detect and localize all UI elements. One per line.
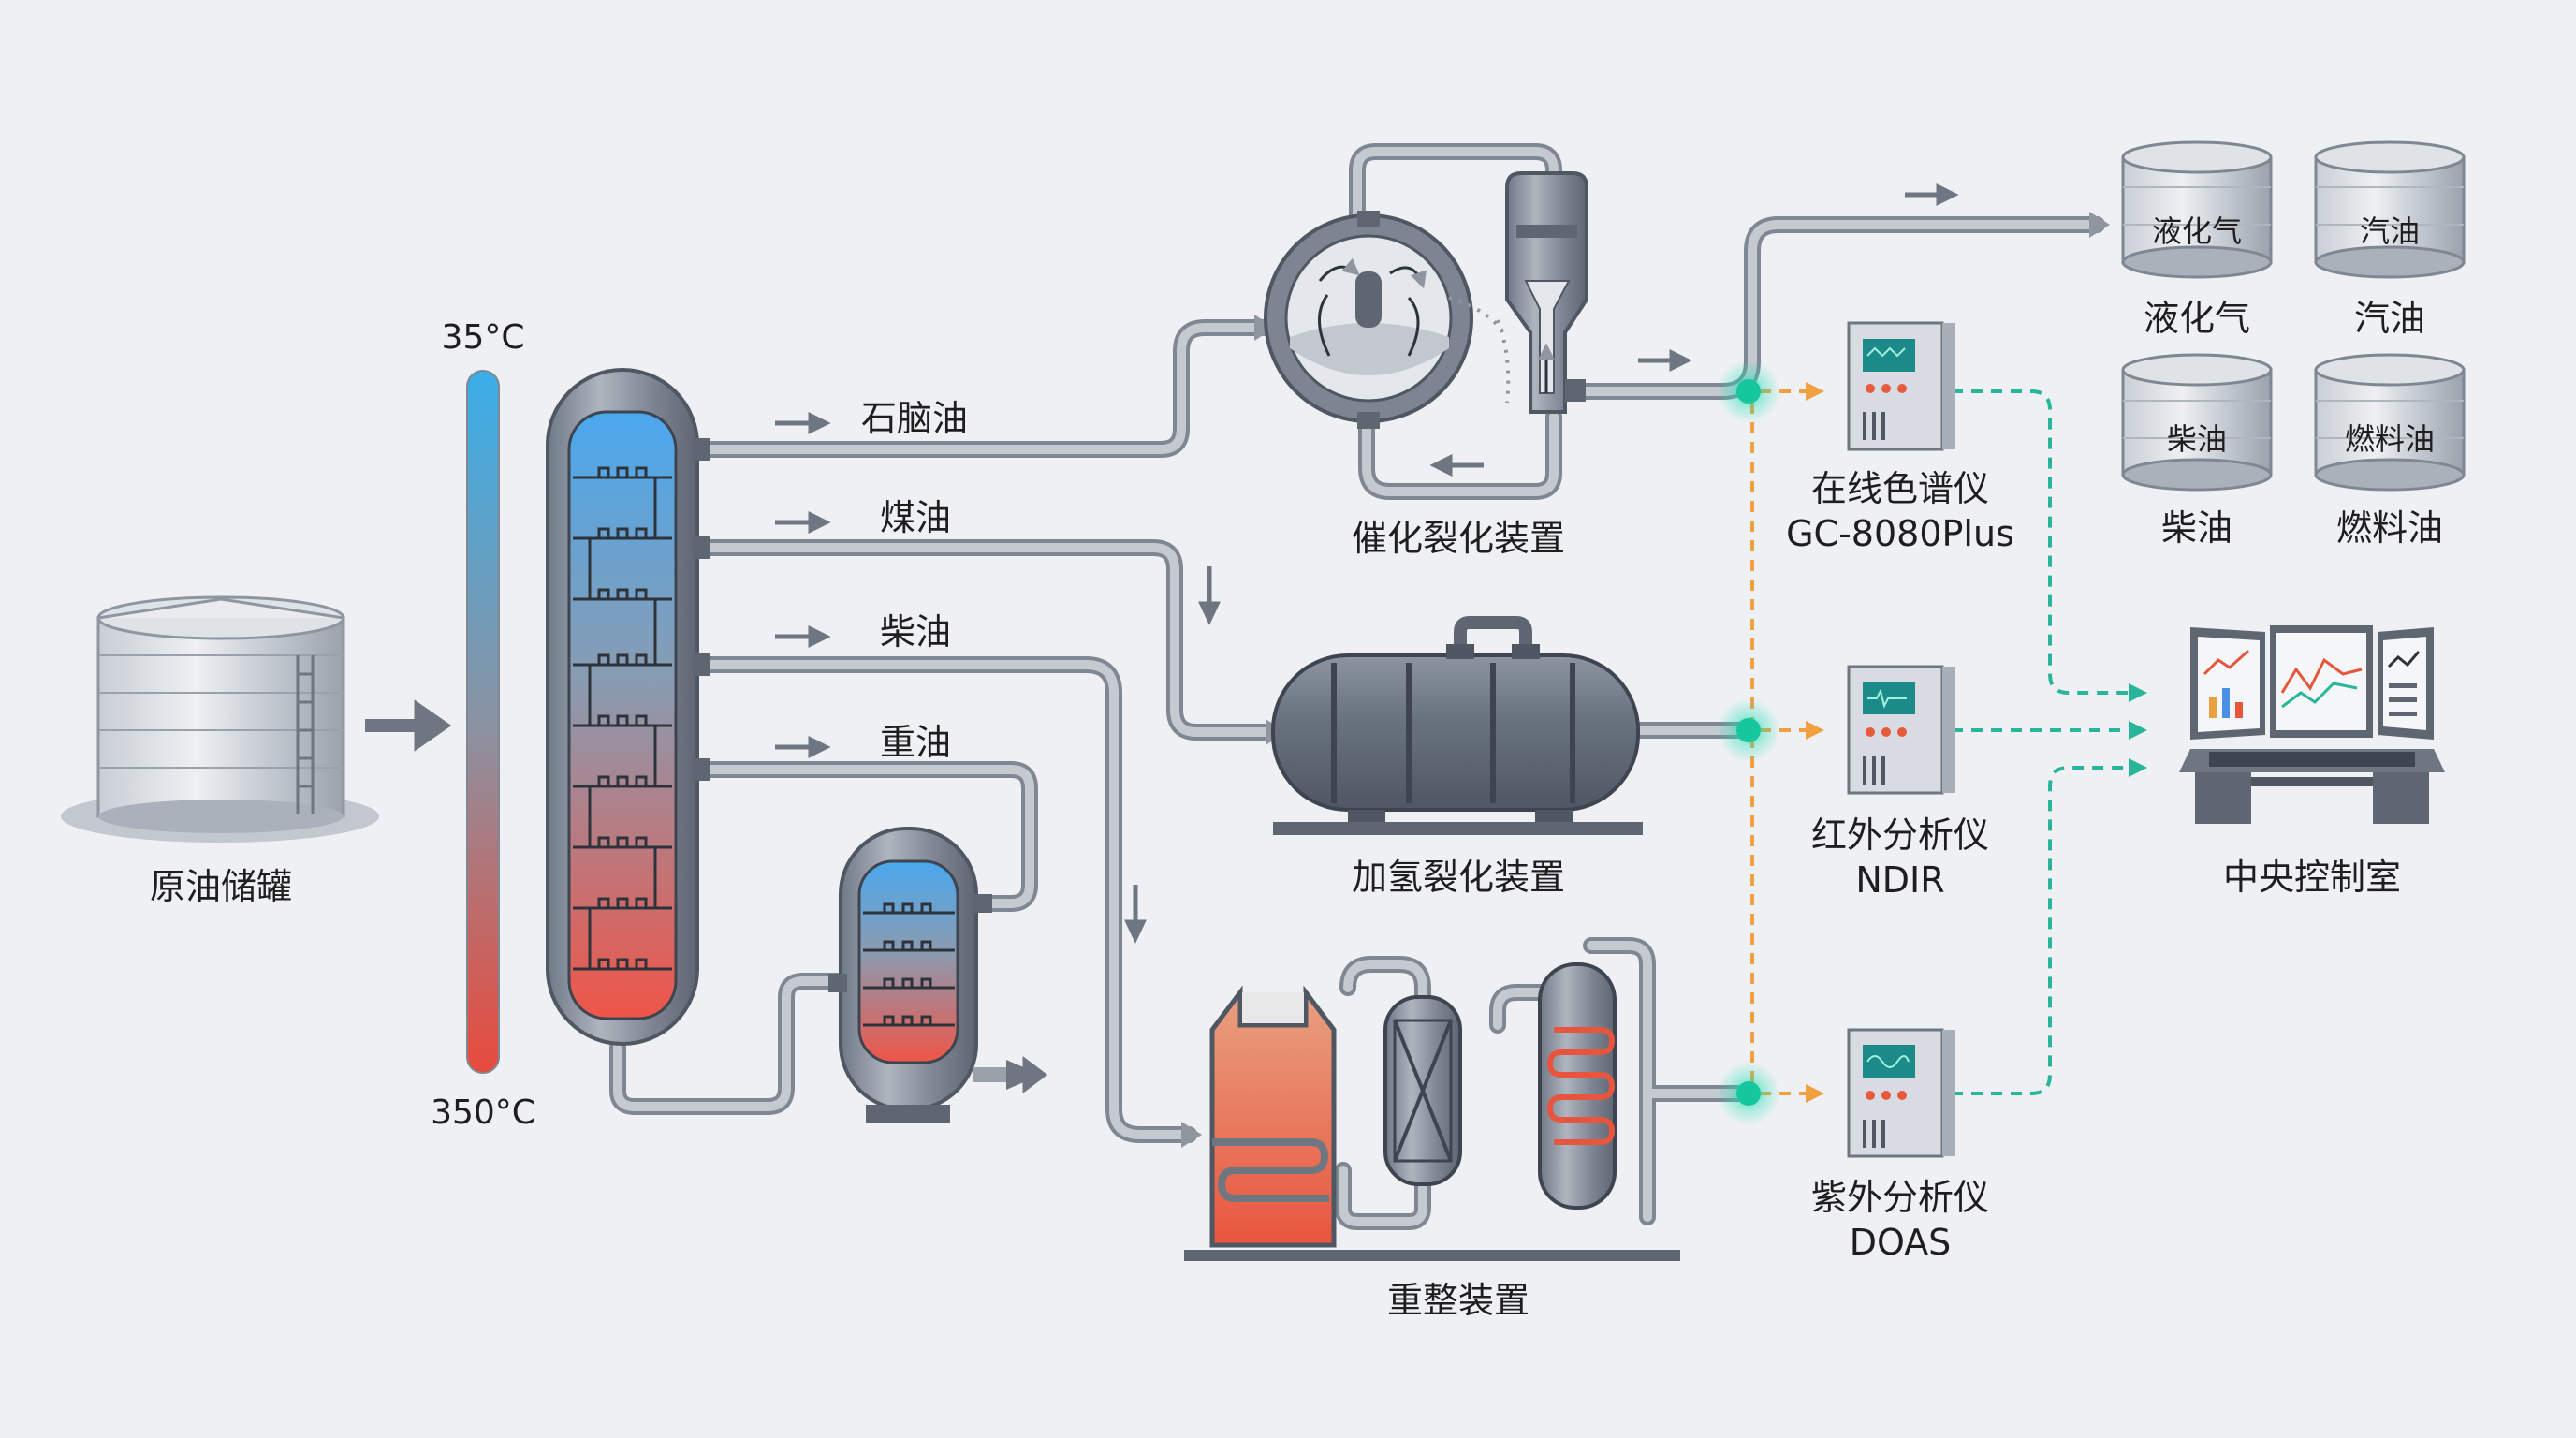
analyzer-ndir-name: 红外分析仪 <box>1811 814 1989 856</box>
product-gasoline-label: 汽油 <box>2354 298 2425 339</box>
analyzer-gc[interactable] <box>1847 321 1955 451</box>
temperature-gauge <box>466 370 500 1074</box>
temp-top-label: 35°C <box>442 318 525 357</box>
analyzer-doas-model: DOAS <box>1850 1222 1952 1263</box>
hydrocracker-vessel <box>1271 616 1643 835</box>
temp-bottom-label: 350°C <box>431 1093 535 1132</box>
tank-lpg-text: 液化气 <box>2152 213 2242 249</box>
hydrocracker-label: 加氢裂化装置 <box>1352 857 1565 898</box>
product-tank-lpg <box>2121 140 2273 279</box>
stripper-vessel <box>828 827 1041 1123</box>
fraction-label-kerosene: 煤油 <box>880 497 951 538</box>
tank-diesel-text: 柴油 <box>2167 421 2227 457</box>
fraction-label-naphtha: 石脑油 <box>861 398 968 439</box>
product-tank-diesel <box>2121 353 2273 492</box>
product-tank-gasoline <box>2314 140 2466 279</box>
fcc-reactor-regenerator <box>1264 171 1588 429</box>
analyzer-gc-model: GC-8080Plus <box>1786 513 2014 554</box>
sensor-nodes <box>1717 360 1780 1125</box>
reformer-label: 重整装置 <box>1387 1280 1530 1321</box>
analyzer-doas-name: 紫外分析仪 <box>1811 1177 1989 1218</box>
product-lpg-label: 液化气 <box>2144 298 2250 339</box>
analyzer-doas[interactable] <box>1847 1028 1955 1158</box>
tower-trays <box>573 466 672 971</box>
control-room-label: 中央控制室 <box>2223 857 2401 898</box>
analyzer-ndir-model: NDIR <box>1855 859 1944 901</box>
distillation-tower <box>546 368 710 1046</box>
product-tank-fuel-oil <box>2314 353 2466 492</box>
tank-gasoline-text: 汽油 <box>2360 213 2420 249</box>
fcc-label: 催化裂化装置 <box>1352 518 1565 559</box>
crude-storage-tank <box>61 595 379 843</box>
analyzer-ndir[interactable] <box>1847 665 1955 795</box>
product-diesel-label: 柴油 <box>2161 507 2232 549</box>
crude-tank-label: 原油储罐 <box>150 866 292 907</box>
product-fuel-oil-label: 燃料油 <box>2336 507 2443 549</box>
fraction-label-diesel: 柴油 <box>880 611 951 653</box>
tank-fuel-oil-text: 燃料油 <box>2345 421 2435 457</box>
control-room-workstation[interactable] <box>2179 625 2445 824</box>
reforming-unit <box>1184 962 1680 1261</box>
fraction-label-heavy: 重油 <box>880 722 951 763</box>
analyzer-gc-name: 在线色谱仪 <box>1811 468 1989 509</box>
